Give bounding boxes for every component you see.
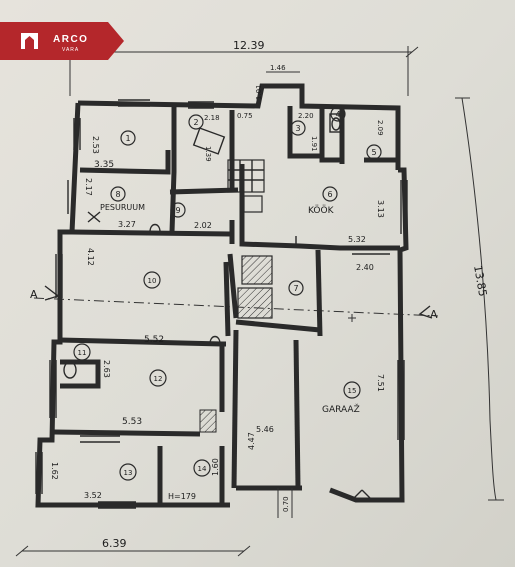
bottom-width-label: 6.39 [102, 537, 127, 550]
dim-room2-height: 1.39 [204, 146, 212, 162]
room-circle-13 [119, 463, 137, 481]
room-number-9: 9 [175, 206, 180, 215]
dim-room12-height: 2.63 [102, 360, 111, 378]
room-circle-12 [149, 369, 167, 387]
room-number-4: 4 [335, 110, 340, 119]
stairs [199, 159, 273, 433]
room-circle-8 [110, 186, 126, 202]
dim-room10-width: 5.52 [144, 335, 164, 345]
dim-075: 0.75 [237, 112, 253, 120]
dim-101: 1.01 [255, 84, 263, 100]
dim-room8-width: 3.27 [118, 220, 136, 229]
room-number-1: 1 [125, 134, 130, 143]
windows [35, 99, 408, 509]
walls [35, 83, 409, 508]
room-number-15: 15 [348, 387, 357, 395]
dim-room14-height: 1.60 [211, 458, 220, 476]
room-number-14: 14 [198, 465, 207, 473]
labels: 12.39 6.39 13.85 A A 1.46 1.01 0.75 3.35… [30, 39, 489, 550]
room-number-8: 8 [115, 190, 120, 199]
dim-070: 0.70 [282, 496, 290, 512]
dim-room13-width: 3.52 [84, 491, 102, 500]
dim-room2-width: 2.18 [204, 114, 220, 122]
room-circle-10 [143, 271, 161, 289]
room-number-2: 2 [193, 118, 198, 127]
dim-room13-height: 1.62 [50, 462, 59, 480]
room-circle-14 [193, 459, 211, 477]
dim-240: 2.40 [356, 263, 374, 272]
dim-room8-height: 2.17 [84, 178, 93, 196]
section-marker-right: A [430, 308, 438, 321]
dim-room6-height: 3.13 [376, 200, 385, 218]
dim-room12-width: 5.53 [122, 417, 142, 427]
logo-name: ARCO [53, 34, 88, 45]
logo: ARCO VARA [0, 22, 124, 60]
top-width-label: 12.39 [233, 39, 265, 52]
room-circle-11 [73, 343, 91, 361]
dim-447: 4.47 [247, 432, 256, 450]
dim-room9-width: 2.02 [194, 221, 212, 230]
sill-marker: 0.70 [277, 488, 293, 518]
room-number-7: 7 [293, 284, 298, 293]
dim-209: 2.09 [376, 120, 384, 136]
fixtures [63, 113, 373, 501]
dim-room3-height: 1.91 [310, 136, 318, 152]
logo-sub: VARA [62, 47, 79, 53]
room-name-garaaz: GARAAŽ [322, 403, 360, 415]
room-number-12: 12 [154, 375, 163, 383]
room-circle-9 [170, 202, 186, 218]
room-number-11: 11 [78, 349, 87, 357]
total-height-label: 13.85 [471, 264, 489, 297]
dim-room14-h: H=179 [168, 492, 196, 501]
dim-751: 7.51 [376, 374, 385, 392]
dim-room1-width: 3.35 [94, 160, 114, 170]
room-circle-6 [322, 186, 338, 202]
house-icon [21, 33, 38, 49]
room-number-6: 6 [327, 190, 332, 199]
room-circle-5 [366, 144, 382, 160]
room-number-5: 5 [371, 148, 376, 157]
room-name-pesuruum: PESURUUM [100, 203, 145, 212]
room-circle-3 [290, 120, 306, 136]
dim-room6-width: 5.32 [348, 235, 366, 244]
room-circle-2 [188, 114, 204, 130]
room-circle-15 [343, 381, 361, 399]
dim-room10-height: 4.12 [86, 248, 95, 266]
room-circle-4 [330, 106, 346, 122]
dim-546: 5.46 [256, 425, 274, 434]
room-name-kook: KÖÖK [308, 205, 335, 216]
dim-146: 1.46 [270, 64, 286, 72]
dim-room1-height: 2.53 [91, 136, 100, 154]
room-number-13: 13 [124, 469, 133, 477]
dim-room3-width: 2.20 [298, 112, 314, 120]
section-marker-left: A [30, 288, 38, 301]
room-number-10: 10 [148, 277, 157, 285]
room-number-3: 3 [295, 124, 300, 133]
room-circle-1 [120, 130, 136, 146]
room-circle-7 [288, 280, 304, 296]
logo-badge [0, 22, 124, 60]
